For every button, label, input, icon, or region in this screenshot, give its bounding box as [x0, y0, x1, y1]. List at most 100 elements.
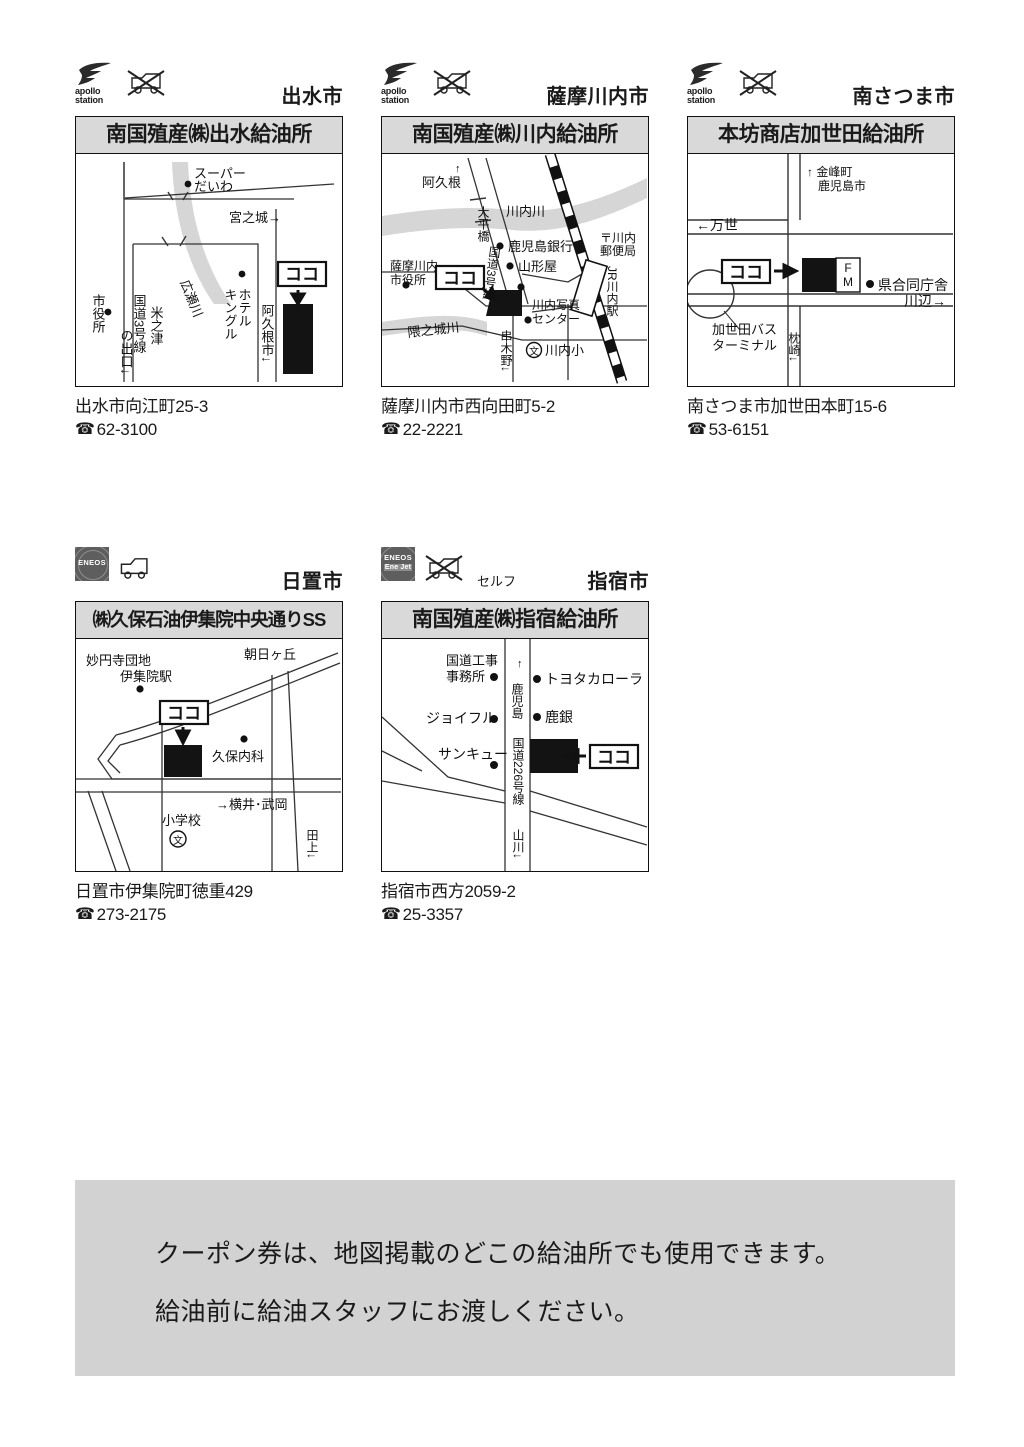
telephone-icon: ☎: [75, 905, 95, 923]
brand-block: apollo station: [687, 62, 780, 106]
brand-block: apollo station: [381, 62, 474, 106]
svg-text:川内川: 川内川: [506, 204, 545, 219]
eneos-logo-icon: ENEOS: [75, 547, 109, 581]
eneos-enejet-logo-icon: ENEOS Ene Jet: [381, 547, 415, 581]
phone-number: 53-6151: [708, 420, 770, 439]
svg-text:郵便局: 郵便局: [600, 244, 636, 258]
svg-text:国道3号線: 国道3号線: [132, 294, 147, 354]
telephone-icon: ☎: [687, 420, 707, 438]
svg-text:事務所: 事務所: [446, 669, 485, 684]
svg-text:↑: ↑: [455, 163, 461, 175]
map-frame: 本坊商店加世田給油所 F: [687, 116, 955, 387]
svg-text:スーパー: スーパー: [194, 166, 246, 181]
svg-text:大平橋: 大平橋: [476, 206, 490, 243]
svg-text:市役所: 市役所: [91, 293, 106, 333]
svg-text:田上↓: 田上↓: [305, 829, 319, 859]
apollo-wing-icon: [690, 62, 723, 85]
map-frame: 南国殖産㈱川内給油所: [381, 116, 649, 387]
svg-text:川内小: 川内小: [545, 343, 584, 358]
svg-text:←万世: ←万世: [696, 217, 738, 233]
station-phone: ☎ 25-3357: [381, 903, 649, 926]
map-canvas: ココ 妙円寺団地 伊集院駅 朝日ヶ丘 久保内科 →横井･武岡 小学校 文 田上↓: [76, 639, 342, 871]
coupon-notice-line-1: クーポン券は、地図掲載のどこの給油所でも使用できます。: [155, 1240, 841, 1268]
brand-block: ENEOS Ene Jet: [381, 547, 466, 583]
coupon-notice-line-2: 給油前に給油スタッフにお渡しください。: [155, 1298, 640, 1326]
svg-text:鹿児島市: 鹿児島市: [818, 178, 866, 193]
apollo-word-1: apollo: [687, 86, 713, 96]
svg-text:↑: ↑: [517, 658, 523, 670]
brand-block: ENEOS: [75, 547, 156, 581]
apollo-word-2: station: [381, 95, 410, 105]
card-header: apollo station 出水市: [75, 60, 343, 116]
svg-text:ジョイフル: ジョイフル: [426, 710, 496, 726]
city-label: 日置市: [281, 571, 343, 593]
svg-text:国道工事: 国道工事: [446, 653, 498, 668]
station-card-ibusuki: ENEOS Ene Jet セルフ 指宿市 南国殖産㈱指宿給油所: [381, 545, 649, 926]
apollo-word-1: apollo: [381, 86, 407, 96]
map-frame: 南国殖産㈱指宿給油所 ココ: [381, 601, 649, 872]
svg-text:串木野↓: 串木野↓: [499, 330, 513, 372]
eneos-ring-inner: [78, 550, 108, 580]
svg-text:広瀬川: 広瀬川: [177, 278, 206, 320]
svg-text:〒川内: 〒川内: [600, 231, 636, 245]
station-name-title: ㈱久保石油伊集院中央通りSS: [76, 602, 342, 639]
svg-text:伊集院駅: 伊集院駅: [120, 669, 172, 684]
svg-text:鹿銀: 鹿銀: [545, 709, 573, 725]
station-card-izumi: apollo station 出水市 南国殖産㈱出水給油所: [75, 60, 343, 441]
station-card-ijuin: ENEOS 日置市 ㈱久保石油伊集院中央通りSS: [75, 545, 343, 926]
svg-text:市役所: 市役所: [390, 272, 426, 287]
station-phone: ☎ 22-2221: [381, 418, 649, 441]
svg-text:山形屋: 山形屋: [518, 259, 557, 274]
telephone-icon: ☎: [381, 420, 401, 438]
map-canvas: ココ スーパー だいわ 宮之城→ 広瀬川 ホテル キングル 市役所 国道3号線 …: [76, 154, 342, 386]
svg-text:久保内科: 久保内科: [212, 749, 264, 764]
svg-text:ターミナル: ターミナル: [712, 338, 777, 353]
no-self-service-icon: [425, 555, 463, 581]
svg-text:F: F: [844, 261, 851, 275]
svg-text:JR川内駅: JR川内駅: [605, 266, 619, 317]
telephone-icon: ☎: [381, 905, 401, 923]
phone-number: 273-2175: [96, 905, 167, 924]
svg-text:文: 文: [173, 834, 183, 847]
svg-text:山川↓: 山川↓: [511, 829, 525, 859]
station-card-kaseda: apollo station 南さつま市 本坊商店加世田給油所: [687, 60, 955, 441]
station-address: 南さつま市加世田本町15-6: [687, 397, 887, 416]
station-name-title: 南国殖産㈱川内給油所: [382, 117, 648, 154]
apollo-station-logo-icon: apollo station: [687, 62, 729, 106]
phone-number: 22-2221: [402, 420, 464, 439]
svg-text:川内写真: 川内写真: [532, 298, 580, 312]
svg-text:川辺→: 川辺→: [904, 293, 946, 309]
svg-text:文: 文: [529, 345, 539, 358]
svg-text:ココ: ココ: [597, 748, 631, 767]
no-self-service-icon: [739, 70, 777, 96]
svg-text:M: M: [843, 275, 853, 289]
svg-text:国道226号線: 国道226号線: [511, 737, 525, 805]
map-canvas: F M ココ ↑ 金峰町 鹿児島市 ←万世 県合同庁舎 川辺→ 加世田バス ター…: [688, 154, 954, 386]
svg-text:ココ: ココ: [443, 269, 477, 288]
card-header: ENEOS Ene Jet セルフ 指宿市: [381, 545, 649, 601]
city-label: 薩摩川内市: [546, 86, 649, 108]
apollo-word-2: station: [75, 95, 104, 105]
station-phone: ☎ 53-6151: [687, 418, 955, 441]
svg-text:↑ 金峰町: ↑ 金峰町: [807, 164, 852, 179]
apollo-word-1: apollo: [75, 86, 101, 96]
svg-text:鹿児島: 鹿児島: [510, 682, 524, 720]
city-label: 南さつま市: [852, 86, 955, 108]
phone-number: 25-3357: [402, 905, 464, 924]
svg-text:小学校: 小学校: [162, 813, 201, 828]
card-header: apollo station 南さつま市: [687, 60, 955, 116]
station-name-title: 南国殖産㈱出水給油所: [76, 117, 342, 154]
svg-text:朝日ヶ丘: 朝日ヶ丘: [244, 647, 296, 662]
svg-text:トヨタカローラ: トヨタカローラ: [545, 671, 643, 687]
station-card-sendai: apollo station 薩摩川内市 南国殖産㈱川内給油所: [381, 60, 649, 441]
svg-text:サンキュー: サンキュー: [438, 746, 508, 762]
svg-text:宮之城→: 宮之城→: [229, 210, 281, 225]
apollo-wing-icon: [78, 62, 111, 85]
apollo-station-logo-icon: apollo station: [381, 62, 423, 106]
no-self-service-icon: [433, 70, 471, 96]
svg-text:→横井･武岡: →横井･武岡: [216, 797, 288, 812]
svg-text:県合同庁舎: 県合同庁舎: [878, 277, 948, 293]
svg-text:ココ: ココ: [729, 263, 763, 282]
apollo-word-2: station: [687, 95, 716, 105]
